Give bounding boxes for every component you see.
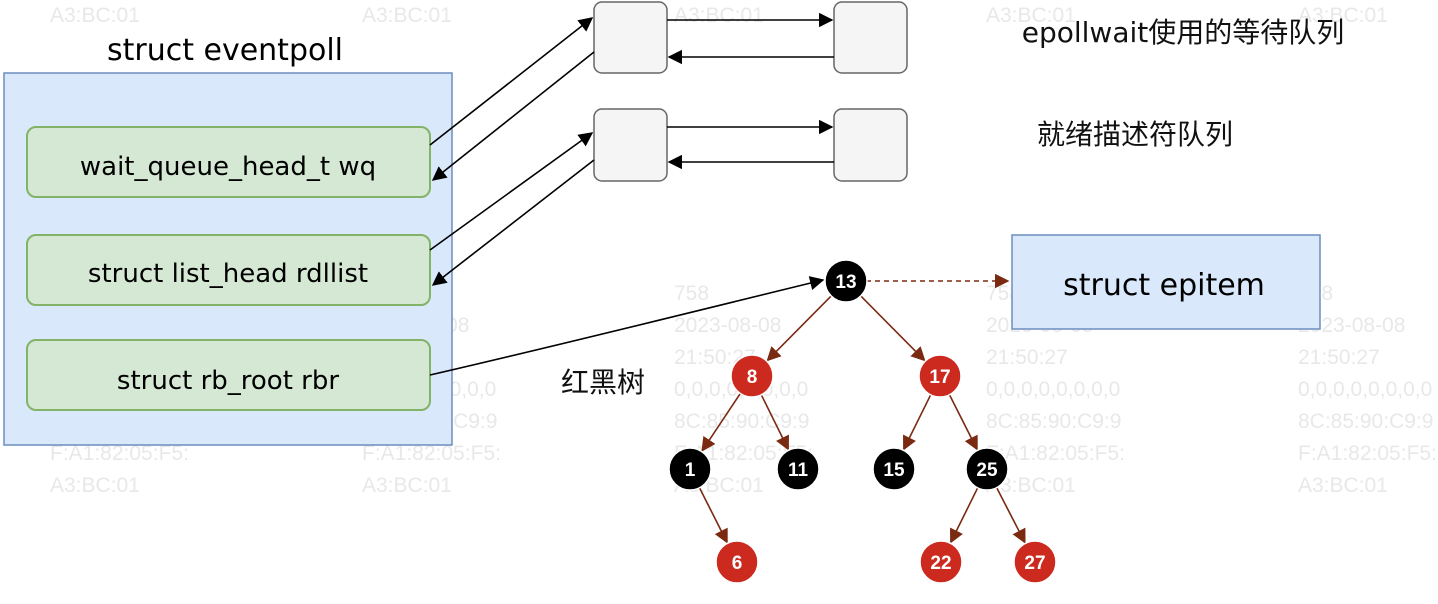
tree-node-25[interactable]: 25: [965, 447, 1009, 491]
tree-node-circle: [1013, 540, 1057, 584]
tree-node-27[interactable]: 27: [1013, 540, 1057, 584]
tree-node-value: 17: [929, 367, 950, 388]
ready-queue-node-2[interactable]: [833, 108, 908, 182]
tree-node-circle: [872, 447, 916, 491]
tree-node-circle: [919, 540, 963, 584]
tree-node-circle: [824, 259, 868, 303]
tree-node-22[interactable]: 22: [919, 540, 963, 584]
connectors: [429, 17, 1010, 376]
epitem-box[interactable]: [1011, 234, 1321, 330]
watermark-line: 2023-08-08: [674, 314, 781, 337]
watermark-line: 2023-08-08: [1298, 314, 1405, 337]
tree-node-circle: [730, 354, 774, 398]
watermark-line: 8C:85:90:C9:9: [674, 410, 809, 433]
watermark-line: A3:BC:01: [362, 474, 452, 497]
watermark-line: 758: [674, 282, 709, 305]
watermark-line: A3:BC:01: [986, 4, 1076, 27]
wq-to-wait-queue-arrow: [429, 17, 594, 146]
watermark-column: A3:BC:01 758 2023-08-08 21:50:27 0,0,0,0…: [674, 4, 813, 497]
rbr-to-root-arrow: [429, 276, 825, 376]
tree-edge-1-6: [698, 487, 728, 544]
watermark-line: A3:BC:01: [986, 474, 1076, 497]
epitem-struct: struct epitem: [1011, 234, 1321, 330]
wait-queue-label: epollwait使用的等待队列: [1022, 16, 1345, 49]
watermark-line: F:A1:82:05:F5:: [50, 442, 189, 465]
tree-node-value: 1: [685, 460, 696, 481]
tree-node-13[interactable]: 13: [824, 259, 868, 303]
tree-edge-25-22: [950, 487, 979, 544]
watermark-column: A3:BC:01 758 2023-08-08 21:50:27 0,0,0,0…: [1298, 4, 1437, 497]
tree-node-circle: [776, 447, 820, 491]
rb-tree-label: 红黑树: [561, 366, 645, 399]
field-label-rdllist: struct list_head rdllist: [88, 259, 368, 289]
tree-node-11[interactable]: 11: [776, 447, 820, 491]
field-label-wq: wait_queue_head_t wq: [80, 152, 376, 182]
tree-edge-17-25: [948, 394, 978, 451]
ready-queue-to-rdllist-arrow: [431, 159, 595, 286]
field-label-rbr: struct rb_root rbr: [117, 366, 339, 396]
watermark-column: A3:BC:01 758 2023-08-08 21:50:27 0,0,0,0…: [986, 4, 1125, 497]
tree-node-value: 22: [930, 553, 951, 574]
epitem-label: struct epitem: [1063, 268, 1265, 303]
watermark-line: A3:BC:01: [1298, 4, 1388, 27]
tree-node-circle: [715, 540, 759, 584]
tree-edge-13-17: [860, 295, 926, 362]
watermark-line: A3:BC:01: [1298, 474, 1388, 497]
tree-node-1[interactable]: 1: [668, 447, 712, 491]
tree-node-15[interactable]: 15: [872, 447, 916, 491]
ready-queue-label: 就绪描述符队列: [1037, 118, 1233, 151]
watermark-line: F:A1:82:05:F5:: [362, 442, 501, 465]
watermark-line: A3:BC:01: [50, 4, 140, 27]
tree-node-circle: [965, 447, 1009, 491]
watermark-line: 8C:85:90:C9:9: [986, 410, 1121, 433]
tree-edge-25-27: [995, 487, 1026, 544]
tree-edge-13-8: [766, 295, 832, 362]
tree-node-value: 27: [1024, 553, 1045, 574]
tree-node-17[interactable]: 17: [918, 354, 962, 398]
watermark-line: F:A1:82:05:F5:: [1298, 442, 1437, 465]
tree-node-value: 25: [976, 460, 998, 481]
ready-queue-node-1[interactable]: [593, 108, 668, 182]
eventpoll-title: struct eventpoll: [107, 33, 343, 68]
tree-edges: [698, 295, 1026, 544]
wait-queue-to-wq-arrow: [431, 51, 595, 181]
watermark-line: A3:BC:01: [50, 474, 140, 497]
tree-node-circle: [668, 447, 712, 491]
watermark-line: 21:50:27: [986, 346, 1068, 369]
tree-node-8[interactable]: 8: [730, 354, 774, 398]
eventpoll-struct: struct eventpoll wait_queue_head_t wq st…: [3, 33, 453, 446]
tree-node-value: 8: [747, 367, 758, 388]
tree-edge-17-15: [903, 394, 932, 451]
watermark-line: 0,0,0,0,0,0,0,0: [1298, 378, 1432, 401]
tree-node-6[interactable]: 6: [715, 540, 759, 584]
field-box-wq[interactable]: [26, 126, 431, 198]
watermark-line: A3:BC:01: [362, 4, 452, 27]
field-box-rdllist[interactable]: [26, 234, 431, 306]
watermark-line: 0,0,0,0,0,0,0,0: [986, 378, 1120, 401]
watermark-line: 21:50:27: [1298, 346, 1380, 369]
wait-queue-node-2[interactable]: [833, 1, 908, 74]
tree-node-value: 15: [883, 460, 905, 481]
watermark-line: A3:BC:01: [674, 4, 764, 27]
ready-queue: 就绪描述符队列: [593, 108, 1233, 182]
tree-node-circle: [918, 354, 962, 398]
tree-node-value: 6: [732, 553, 743, 574]
wait-queue-node-1[interactable]: [593, 1, 668, 74]
tree-edge-8-11: [760, 394, 789, 451]
tree-node-value: 11: [788, 460, 809, 481]
watermark-line: F:A1:82:05:F5:: [986, 442, 1125, 465]
wait-queue: epollwait使用的等待队列: [593, 1, 1345, 74]
tree-node-value: 13: [835, 272, 856, 293]
watermark-line: 8C:85:90:C9:9: [1298, 410, 1433, 433]
rdllist-to-ready-queue-arrow: [429, 132, 594, 251]
tree-edge-8-1: [701, 393, 742, 452]
